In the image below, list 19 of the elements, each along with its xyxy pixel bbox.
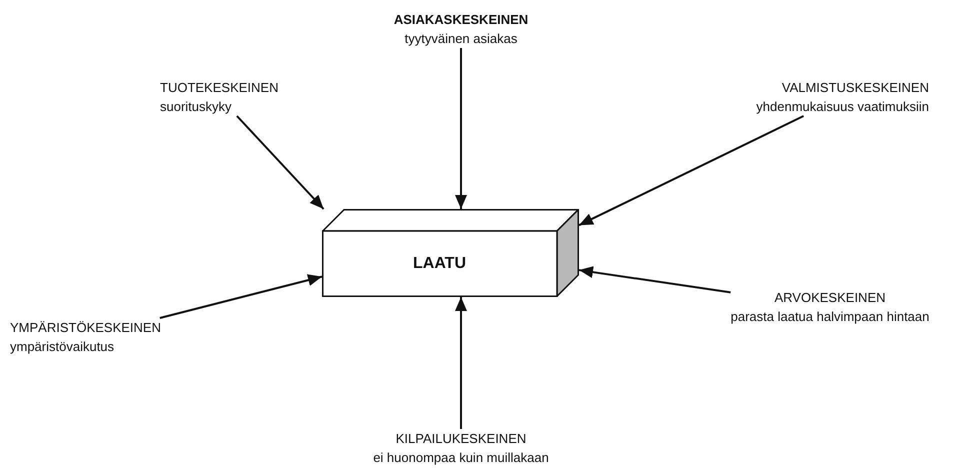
- category-heading: YMPÄRISTÖKESKEINEN: [10, 319, 161, 337]
- arrow: [455, 48, 467, 209]
- category-description: parasta laatua halvimpaan hintaan: [730, 308, 930, 326]
- category-heading: VALMISTUSKESKEINEN: [780, 79, 929, 97]
- arrow: [578, 266, 731, 294]
- category-description: yhdenmukaisuus vaatimuksiin: [756, 98, 929, 116]
- category-description: ympäristövaikutus: [10, 338, 116, 356]
- arrow: [160, 274, 322, 319]
- category-heading: ASIAKASKESKEINEN: [394, 11, 528, 29]
- category-description: tyytyväinen asiakas: [404, 30, 518, 48]
- category-heading: KILPAILUKESKEINEN: [394, 430, 528, 448]
- box-label: LAATU: [412, 255, 466, 273]
- arrow: [236, 115, 324, 210]
- category-description: suorituskyky: [160, 98, 233, 116]
- arrow: [578, 115, 804, 226]
- category-description: ei huonompaa kuin muillakaan: [373, 449, 549, 467]
- category-heading: ARVOKESKEINEN: [773, 289, 886, 307]
- arrow: [455, 297, 467, 429]
- category-heading: TUOTEKESKEINEN: [160, 79, 278, 97]
